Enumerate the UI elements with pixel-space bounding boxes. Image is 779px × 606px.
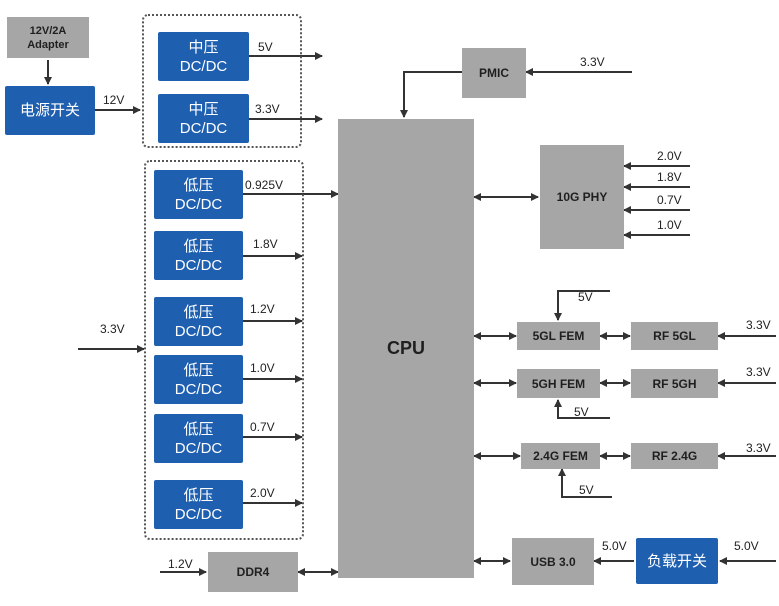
low-dcdc-line1: 低压: [183, 237, 214, 255]
low-dcdc-block: 低压 DC/DC: [154, 297, 243, 346]
adapter-line2: Adapter: [27, 38, 69, 51]
usb-block: USB 3.0: [512, 538, 594, 585]
phy-input-voltage: 1.8V: [657, 170, 682, 184]
low-dcdc-line2: DC/DC: [174, 505, 223, 523]
usb-label: USB 3.0: [530, 554, 576, 569]
mid-dcdc-line2: DC/DC: [179, 119, 228, 137]
low-dcdc-block: 低压 DC/DC: [154, 355, 243, 404]
phy-input-voltage: 0.7V: [657, 193, 682, 207]
adapter-line1: 12V/2A: [29, 24, 67, 37]
low-dcdc-line2: DC/DC: [174, 322, 223, 340]
phy-input-voltage: 2.0V: [657, 149, 682, 163]
fem-5gh-block: 5GH FEM: [517, 369, 600, 398]
low-dcdc-voltage: 0.925V: [245, 178, 284, 192]
low-dcdc-voltage: 1.8V: [253, 237, 278, 251]
rf-24g-block: RF 2.4G: [631, 443, 718, 469]
low-dcdc-line1: 低压: [183, 486, 214, 504]
mid-voltage-group: [142, 14, 302, 148]
adapter-out-voltage: 12V: [103, 93, 125, 107]
fem-5gl-block: 5GL FEM: [517, 322, 600, 350]
fem-5gl-supply: 5V: [578, 290, 593, 304]
load-switch-block: 负载开关: [636, 538, 718, 584]
fem-24g-label: 2.4G FEM: [533, 449, 588, 463]
load-switch-input-voltage: 5.0V: [734, 539, 759, 553]
rf-5gl-block: RF 5GL: [631, 322, 718, 350]
low-dcdc-block: 低压 DC/DC: [154, 170, 243, 219]
low-dcdc-line1: 低压: [183, 303, 214, 321]
low-dcdc-line2: DC/DC: [174, 439, 223, 457]
ddr-label: DDR4: [236, 565, 270, 579]
mid-dcdc-voltage: 3.3V: [255, 102, 280, 116]
pmic-block: PMIC: [462, 48, 526, 98]
mid-dcdc-line2: DC/DC: [179, 57, 228, 75]
cpu-block: CPU: [338, 119, 474, 578]
low-dcdc-voltage: 0.7V: [250, 420, 275, 434]
phy-input-voltage: 1.0V: [657, 218, 682, 232]
low-dcdc-voltage: 1.2V: [250, 302, 275, 316]
low-dcdc-voltage: 2.0V: [250, 486, 275, 500]
load-switch-label: 负载开关: [646, 552, 707, 570]
adapter-block: 12V/2A Adapter: [7, 17, 89, 58]
mid-dcdc-block: 中压 DC/DC: [158, 32, 249, 81]
low-dcdc-line1: 低压: [183, 176, 214, 194]
rf-5gh-block: RF 5GH: [631, 369, 718, 398]
ddr-input-voltage: 1.2V: [168, 557, 193, 571]
power-switch-label: 电源开关: [19, 102, 80, 119]
fem-5gh-label: 5GH FEM: [531, 376, 586, 391]
low-dcdc-block: 低压 DC/DC: [154, 480, 243, 529]
low-dcdc-block: 低压 DC/DC: [154, 231, 243, 280]
fem-24g-supply: 5V: [579, 483, 594, 497]
rf-5gl-label: RF 5GL: [653, 329, 696, 343]
fem-5gh-supply: 5V: [574, 405, 589, 419]
low-group-input-voltage: 3.3V: [100, 322, 125, 336]
low-dcdc-line1: 低压: [183, 420, 214, 438]
low-voltage-group: [144, 160, 304, 540]
fem-24g-block: 2.4G FEM: [521, 443, 600, 469]
phy-block: 10G PHY: [540, 145, 624, 249]
pmic-input-voltage: 3.3V: [580, 55, 605, 69]
usb-input-voltage: 5.0V: [602, 539, 627, 553]
low-dcdc-block: 低压 DC/DC: [154, 414, 243, 463]
cpu-label: CPU: [386, 338, 425, 358]
power-switch-block: 电源开关: [5, 86, 95, 135]
rf-5gh-label: RF 5GH: [652, 376, 697, 391]
low-dcdc-line2: DC/DC: [174, 195, 223, 213]
fem-5gl-label: 5GL FEM: [532, 329, 585, 343]
low-dcdc-voltage: 1.0V: [250, 361, 275, 375]
mid-dcdc-line1: 中压: [188, 38, 219, 56]
rf-24g-label: RF 2.4G: [651, 449, 698, 463]
low-dcdc-line2: DC/DC: [174, 256, 223, 274]
low-dcdc-line1: 低压: [183, 361, 214, 379]
low-dcdc-line2: DC/DC: [174, 380, 223, 398]
phy-label: 10G PHY: [556, 190, 608, 204]
rf-5gh-input-voltage: 3.3V: [746, 365, 771, 379]
mid-dcdc-line1: 中压: [188, 100, 219, 118]
rf-5gl-input-voltage: 3.3V: [746, 318, 771, 332]
mid-dcdc-block: 中压 DC/DC: [158, 94, 249, 143]
mid-dcdc-voltage: 5V: [258, 40, 273, 54]
pmic-label: PMIC: [479, 66, 509, 80]
ddr-block: DDR4: [208, 552, 298, 592]
rf-24g-input-voltage: 3.3V: [746, 441, 771, 455]
